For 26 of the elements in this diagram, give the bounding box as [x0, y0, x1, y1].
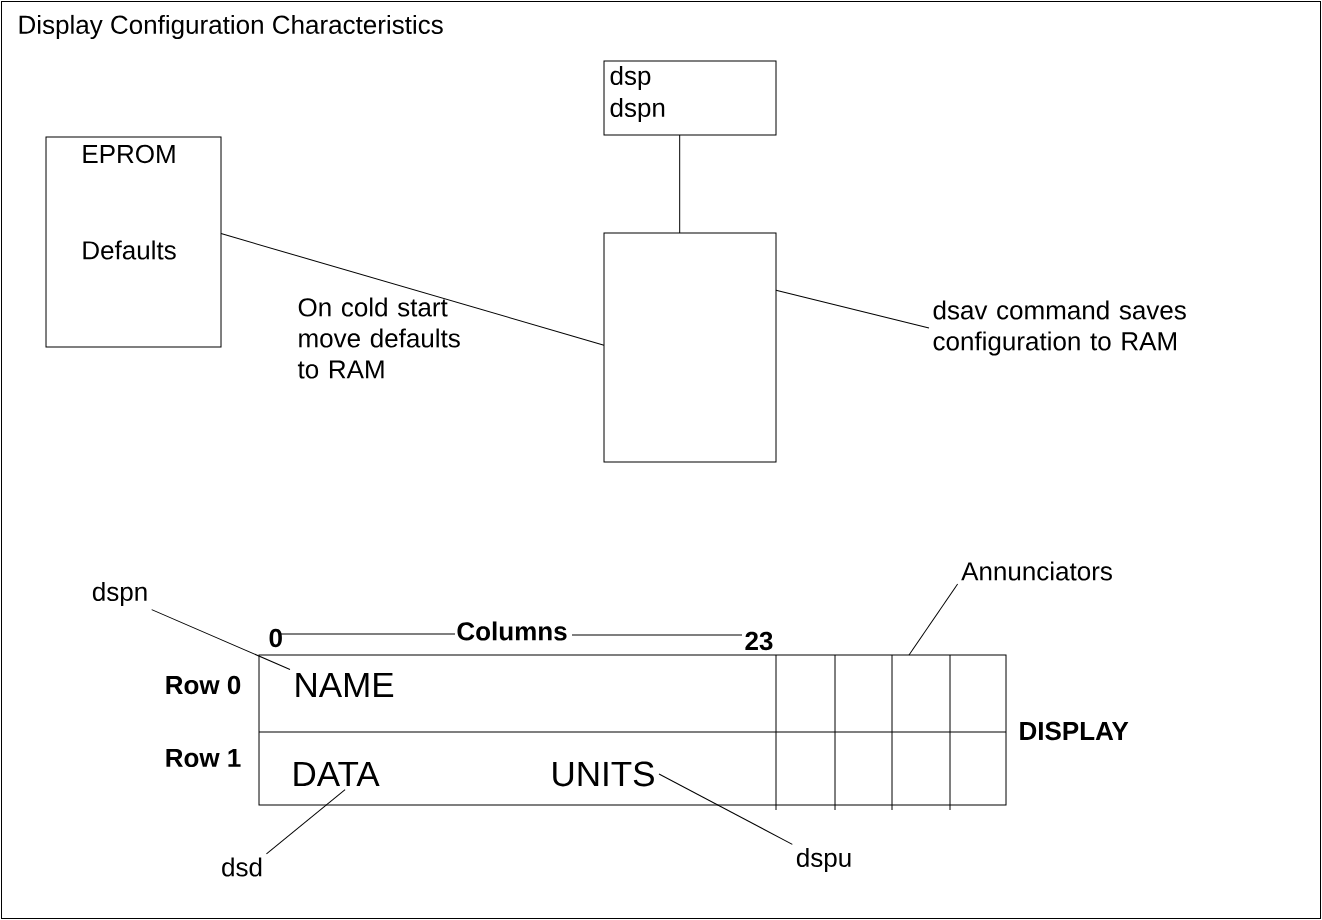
column-label: Columns [457, 621, 567, 641]
callout-text: Annunciators [961, 561, 1112, 581]
connector-line [220, 233, 605, 346]
column-label: 23 [745, 631, 773, 651]
connector-line [775, 289, 930, 329]
row-label: Row 1 [166, 748, 241, 768]
leader-line [908, 583, 959, 656]
leader-line [151, 609, 291, 670]
leader-line [265, 789, 346, 855]
display-text: UNITS [553, 761, 654, 787]
edge-label: On cold start move defaults to RAM [297, 297, 460, 379]
title: Display Configuration Characteristics [19, 14, 443, 40]
node-label: DISPLAY [1020, 721, 1129, 741]
note-text: dsav command saves configuration to RAM [933, 300, 1186, 356]
row-label: Row 0 [166, 675, 241, 695]
memory-box: EPROM Defaults [45, 136, 222, 348]
display-text: NAME [296, 672, 394, 698]
memory-box [603, 232, 777, 463]
callout-text: dsd [222, 857, 262, 877]
display-text: DATA [294, 761, 380, 787]
leader-line [658, 773, 793, 845]
column-label: 0 [269, 628, 282, 648]
callout-text: dspu [796, 847, 851, 873]
command-box: dsp dspn [603, 60, 777, 136]
connector-line [679, 134, 681, 234]
callout-text: dspn [92, 581, 147, 607]
